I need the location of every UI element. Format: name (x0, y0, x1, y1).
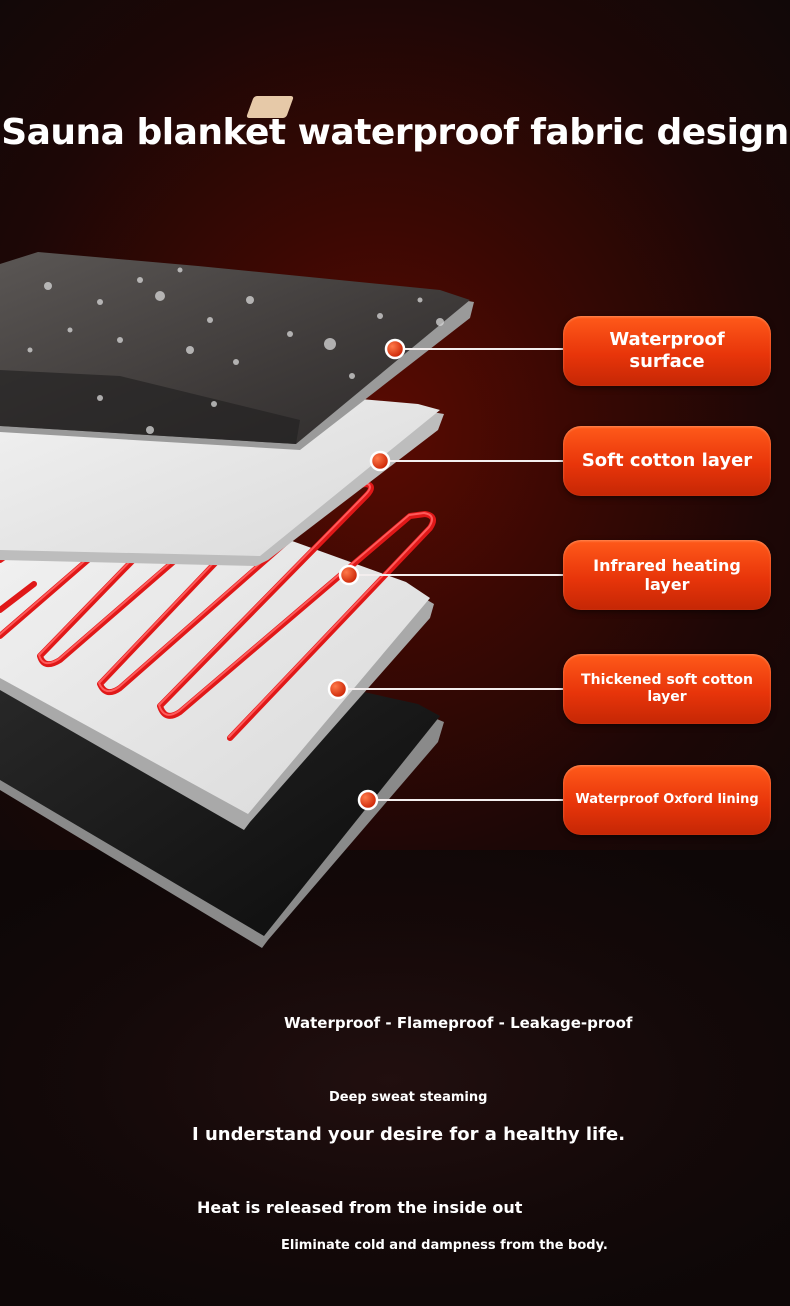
tagline-small: Deep sweat steaming (329, 1090, 488, 1105)
callout-lines (338, 348, 563, 801)
label-oxford-lining: Waterproof Oxford lining (563, 765, 771, 835)
water-droplets (27, 267, 444, 434)
label-infrared-heating-layer: Infrared heating layer (563, 540, 771, 610)
page-title: Sauna blanket waterproof fabric design (1, 112, 789, 153)
waterproof-surface-layer (0, 252, 474, 450)
callout-dots (327, 338, 406, 811)
callout-dot-oxford-lining (357, 789, 379, 811)
callout-dot-infrared-heating (338, 564, 360, 586)
benefit-line: Eliminate cold and dampness from the bod… (281, 1238, 608, 1253)
label-soft-cotton-layer: Soft cotton layer (563, 426, 771, 496)
heat-line: Heat is released from the inside out (197, 1198, 523, 1217)
callout-dot-thickened-cotton (327, 678, 349, 700)
label-thickened-cotton-layer: Thickened soft cotton layer (563, 654, 771, 724)
features-line: Waterproof - Flameproof - Leakage-proof (284, 1014, 633, 1032)
label-waterproof-surface: Waterproof surface (563, 316, 771, 386)
callout-dot-soft-cotton (369, 450, 391, 472)
background-lower (0, 850, 790, 1306)
tagline-main: I understand your desire for a healthy l… (192, 1124, 626, 1145)
callout-dot-waterproof-surface (384, 338, 406, 360)
